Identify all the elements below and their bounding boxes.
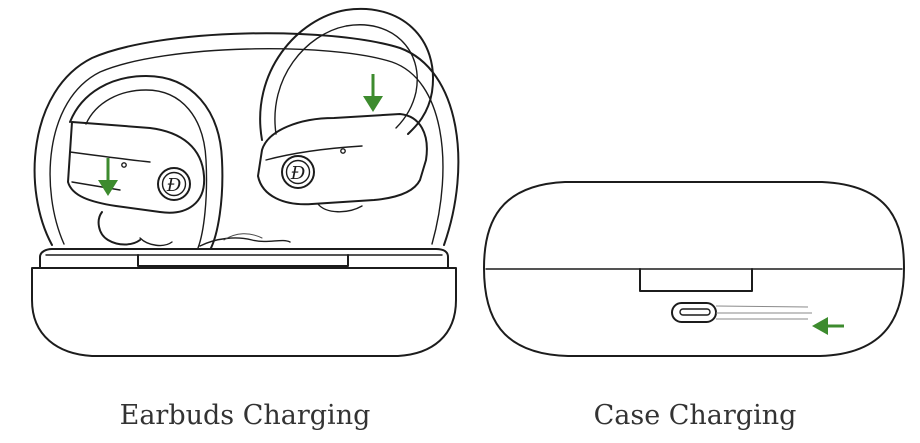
usb-c-port-icon — [671, 302, 717, 323]
case-cable — [199, 237, 291, 247]
down-arrow-icon — [363, 74, 383, 112]
right-earbud: Đ — [257, 113, 428, 213]
left-arrow-icon — [812, 317, 844, 335]
case-lid — [33, 32, 460, 246]
left-earbud: Đ — [67, 121, 206, 247]
right-earbud-logo-button — [281, 155, 315, 189]
charging-cable — [715, 305, 812, 320]
case-notch — [639, 268, 753, 292]
closed-case — [483, 181, 905, 357]
ear-hooks — [69, 7, 435, 251]
case-charging-caption: Case Charging — [593, 400, 797, 431]
right-logo-mark: Đ — [290, 163, 306, 184]
case-base — [31, 248, 457, 357]
left-logo-mark: Đ — [166, 175, 182, 196]
left-earbud-logo-button — [157, 167, 191, 201]
open-case-with-earbuds: Đ Đ — [31, 7, 460, 357]
earbuds-charging-caption: Earbuds Charging — [119, 400, 371, 431]
case-body — [483, 181, 905, 357]
down-arrow-icon — [98, 158, 118, 196]
